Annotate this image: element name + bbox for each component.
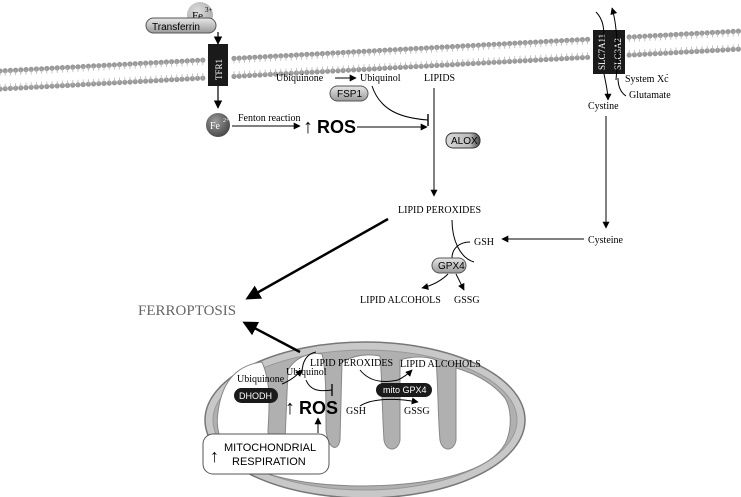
alox-pill [445,132,481,149]
ros-label: ROS [317,117,356,137]
ferroptosis-label: FERROPTOSIS [138,303,236,319]
mito-ubiquinone-label: Ubiquinone [237,374,285,385]
respiration-line1: MITOCHONDRIAL [224,442,316,454]
respiration-up-arrow: ↑ [210,446,219,466]
gssg-label: GSSG [454,295,480,306]
transferrin-pill [145,17,217,34]
tfr1-receptor [208,44,228,86]
fsp1-pill [329,85,369,102]
system-xc-charge: - [666,70,669,78]
slc3a2-label: SLC3A2 [613,38,623,70]
mito-gsh-label: GSH [346,406,366,417]
fsp1-label: FSP1 [337,89,362,100]
gpx4-pill [431,257,467,274]
fe2-ion-icon [206,113,230,137]
transferrin-complex: Fe 3+ Transferrin [145,2,217,34]
mito-gssg-label: GSSG [404,406,430,417]
lipid-peroxides-label: LIPID PEROXIDES [398,205,481,216]
mito-ros-label: ROS [299,398,338,418]
gpx4-label: GPX4 [438,261,465,272]
fe2-charge: 2+ [223,118,230,124]
ubiquinol-label: Ubiquinol [360,73,401,84]
transferrin-label: Transferrin [152,22,200,33]
lipids-label: LIPIDS [424,73,455,84]
fe3-charge: 3+ [205,6,213,14]
dhodh-label: DHODH [239,391,272,401]
mito-ros-up-arrow: ↑ [285,397,295,419]
cystine-label: Cystine [588,101,619,112]
alox-label: ALOX [451,136,478,147]
mito-gpx4-pill [376,383,432,397]
gsh-label: GSH [474,237,494,248]
lipid-alcohols-label: LIPID ALCOHOLS [360,295,441,306]
slc7a11-label: SLC7A11 [597,34,607,70]
ros-up-arrow: ↑ [303,116,313,138]
mito-ubiquinol-label: Ubiquinol [286,367,327,378]
slc7a11-transporter [593,30,609,74]
fe2-label: Fe [210,121,221,132]
dhodh-pill [234,388,278,403]
mito-lipid-peroxides-label: LIPID PEROXIDES [310,358,393,369]
ubiquinone-label: Ubiquinone [276,73,324,84]
fe3-label: Fe [192,10,203,22]
mito-gpx4-label: mito GPX4 [383,385,427,395]
tfr1-label: TFR1 [214,59,224,80]
respiration-line2: RESPIRATION [232,456,306,468]
cysteine-label: Cysteine [588,235,624,246]
cell-membrane [0,28,741,92]
glutamate-label: Glutamate [629,90,671,101]
mito-lipid-alcohols-label: LIPID ALCOHOLS [400,359,481,370]
mitochondrial-respiration-box [202,433,330,475]
system-xc-label: System Xc [625,74,669,85]
fenton-reaction-label: Fenton reaction [238,113,300,124]
